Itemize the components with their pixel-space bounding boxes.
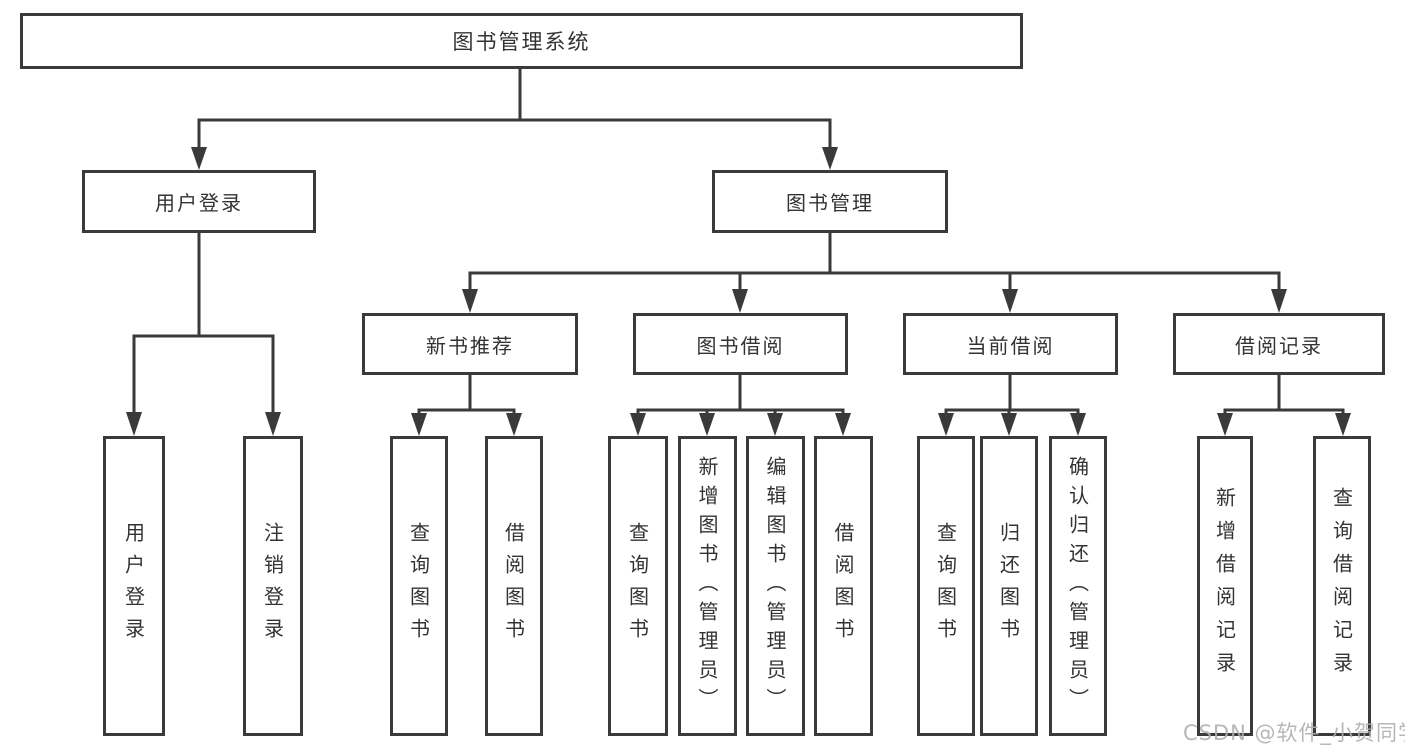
leaf-query-books-recommend: 查询图书 [390, 436, 448, 736]
csdn-watermark: CSDN @软件_小贺同学 [1183, 721, 1405, 745]
connector-records-to-leaves [1223, 373, 1345, 417]
leaf-logout: 注销登录 [243, 436, 303, 736]
node-new-book-recommend: 新书推荐 [362, 313, 578, 375]
node-library-management-system: 图书管理系统 [20, 13, 1023, 69]
leaf-query-books-current: 查询图书 [917, 436, 975, 736]
leaf-edit-books-admin: 编辑图书（管理员） [746, 436, 805, 736]
leaf-query-books-borrow: 查询图书 [608, 436, 668, 736]
leaf-borrow-books: 借阅图书 [814, 436, 873, 736]
node-book-borrow: 图书借阅 [633, 313, 848, 375]
connector-current-to-leaves [944, 373, 1080, 417]
connector-borrow-to-leaves [636, 373, 845, 417]
arrowheads [126, 147, 1351, 436]
leaf-user-login: 用户登录 [103, 436, 165, 736]
leaf-add-borrow-record: 新增借阅记录 [1197, 436, 1253, 736]
node-book-management: 图书管理 [712, 170, 948, 233]
node-borrow-records: 借阅记录 [1173, 313, 1385, 375]
connector-newbook-to-leaves [417, 373, 516, 417]
leaf-return-books: 归还图书 [980, 436, 1038, 736]
leaf-borrow-books-recommend: 借阅图书 [485, 436, 543, 736]
connector-userlogin-to-leaves [132, 231, 275, 416]
node-user-login: 用户登录 [82, 170, 316, 233]
leaf-confirm-return-admin: 确认归还（管理员） [1049, 436, 1107, 736]
leaf-add-books-admin: 新增图书（管理员） [678, 436, 737, 736]
leaf-query-borrow-record: 查询借阅记录 [1313, 436, 1371, 736]
connector-root-to-level2 [197, 66, 832, 151]
connector-bookmgmt-to-level3 [468, 231, 1281, 293]
node-current-borrow: 当前借阅 [903, 313, 1118, 375]
